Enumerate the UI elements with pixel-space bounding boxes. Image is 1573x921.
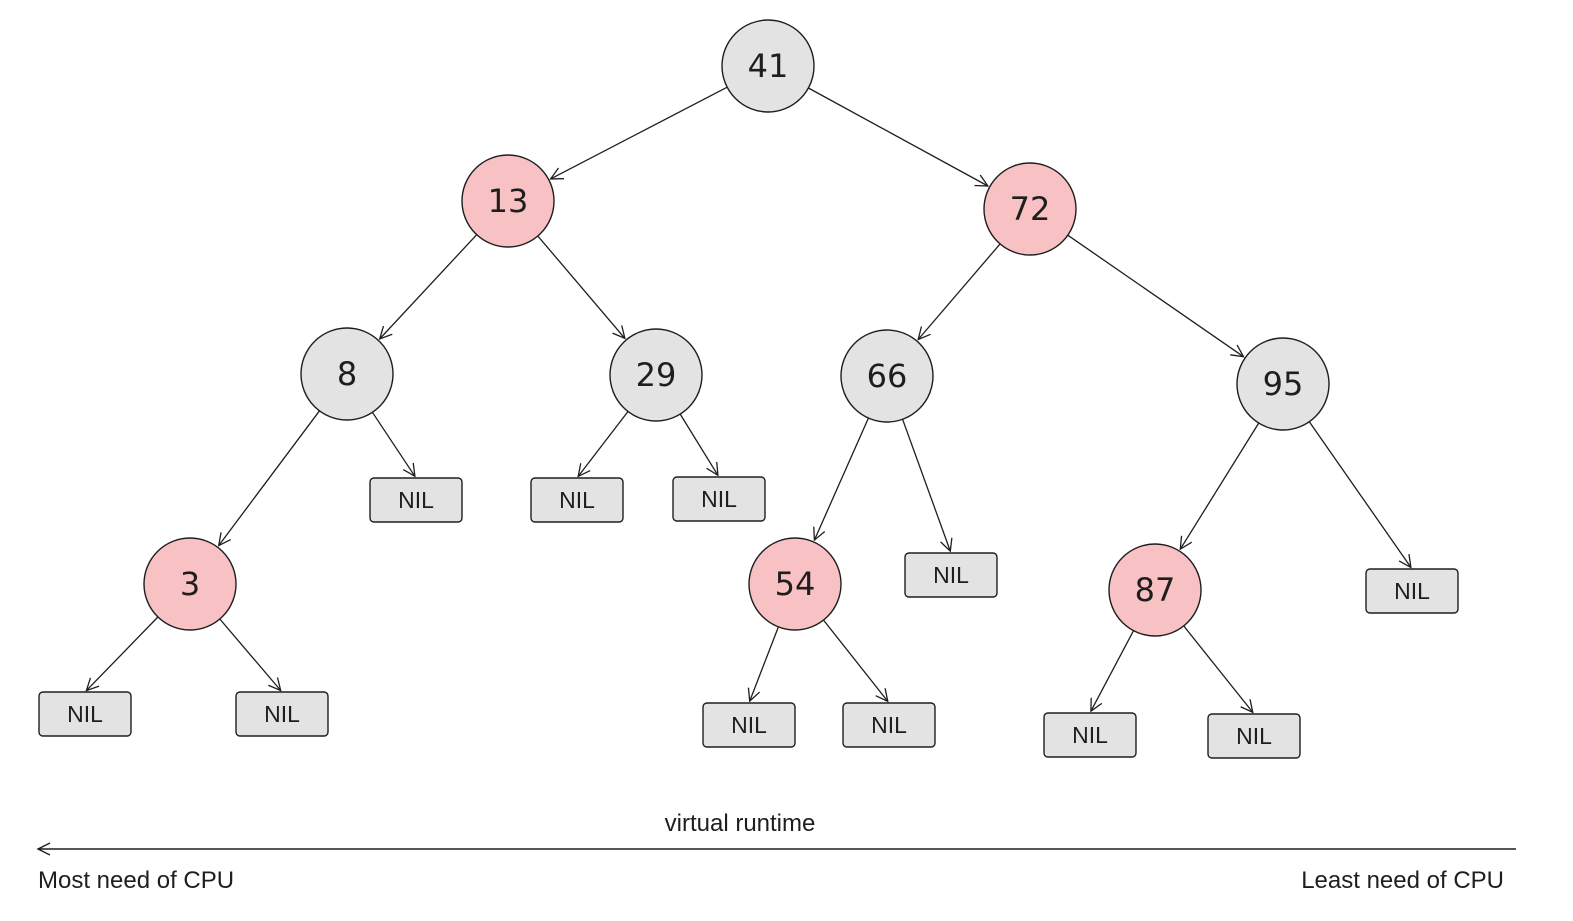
tree-node-29: 29 [609, 328, 703, 422]
node-label: 72 [1010, 190, 1051, 228]
nil-box [702, 702, 796, 748]
tree-node-87: 87 [1108, 543, 1202, 637]
tree-edges [86, 86, 1411, 713]
edge-n87-nil_87l [1091, 630, 1135, 712]
black-node-circle [721, 19, 815, 113]
edge-n13-n29 [537, 235, 625, 338]
red-node-circle [461, 154, 555, 248]
edge-n54-nil_54r [822, 619, 888, 701]
node-label: 3 [180, 565, 200, 603]
axis-left-text: Most need of CPU [38, 867, 234, 894]
edge-n13-n8 [380, 234, 478, 339]
tree-node-8: 8 [300, 327, 394, 421]
nil-leaf: NIL [702, 702, 796, 748]
nil-leaf: NIL [38, 691, 132, 737]
node-label: 8 [337, 355, 357, 393]
nil-box [369, 477, 463, 523]
nil-box [672, 476, 766, 522]
edge-n72-n66 [918, 243, 1001, 340]
axis-arrowhead-left [36, 842, 51, 856]
nil-leaves: NIL NIL NIL NIL NIL NIL NIL NIL NIL NIL NIL [38, 476, 1459, 759]
black-node-circle [1236, 337, 1330, 431]
nil-leaf: NIL [842, 702, 936, 748]
nil-box [1365, 568, 1459, 614]
edge-n41-n72 [808, 87, 988, 186]
nil-leaf: NIL [1043, 712, 1137, 758]
edge-n3-nil_3r [219, 618, 281, 691]
node-label: 41 [748, 47, 789, 85]
nil-label: NIL [1394, 578, 1430, 604]
edge-n3-nil_3l [86, 616, 159, 691]
edge-n95-n87 [1180, 422, 1260, 549]
red-node-circle [1108, 543, 1202, 637]
black-node-circle [840, 329, 934, 423]
red-node-circle [748, 537, 842, 631]
nil-box [235, 691, 329, 737]
edge-n66-n54 [814, 417, 869, 540]
nil-box [904, 552, 998, 598]
nil-leaf: NIL [530, 477, 624, 523]
edge-n8-n3 [219, 410, 321, 546]
node-label: 87 [1135, 571, 1176, 609]
edge-n29-nil_29l [578, 411, 629, 477]
tree-node-95: 95 [1236, 337, 1330, 431]
nil-label: NIL [398, 487, 434, 513]
nil-leaf: NIL [1365, 568, 1459, 614]
edge-n87-nil_87r [1183, 625, 1253, 713]
nil-label: NIL [871, 712, 907, 738]
tree-nodes: 41 13 72 8 29 66 95 3 54 87 [143, 19, 1330, 637]
edge-n41-n13 [551, 86, 728, 179]
nil-leaf: NIL [904, 552, 998, 598]
nil-label: NIL [264, 701, 300, 727]
tree-node-66: 66 [840, 329, 934, 423]
red-node-circle [983, 162, 1077, 256]
nil-label: NIL [701, 486, 737, 512]
tree-node-41: 41 [721, 19, 815, 113]
nil-box [842, 702, 936, 748]
edge-n66-nil_66r [901, 419, 951, 551]
axis-right-text: Least need of CPU [1301, 867, 1504, 894]
nil-box [1043, 712, 1137, 758]
node-label: 95 [1263, 365, 1304, 403]
nil-label: NIL [67, 701, 103, 727]
axis-label: virtual runtime [665, 810, 816, 837]
nil-label: NIL [933, 562, 969, 588]
tree-node-13: 13 [461, 154, 555, 248]
edge-n95-nil_95r [1308, 421, 1411, 568]
black-node-circle [300, 327, 394, 421]
node-label: 29 [636, 356, 677, 394]
black-node-circle [609, 328, 703, 422]
nil-box [1207, 713, 1301, 759]
nil-box [530, 477, 624, 523]
tree-node-3: 3 [143, 537, 237, 631]
nil-leaf: NIL [672, 476, 766, 522]
tree-node-54: 54 [748, 537, 842, 631]
edge-n72-n95 [1067, 234, 1244, 357]
edge-n8-nil_8r [371, 411, 415, 476]
nil-leaf: NIL [369, 477, 463, 523]
nil-label: NIL [731, 712, 767, 738]
nil-leaf: NIL [1207, 713, 1301, 759]
node-label: 13 [488, 182, 529, 220]
nil-box [38, 691, 132, 737]
nil-leaf: NIL [235, 691, 329, 737]
virtual-runtime-axis: virtual runtime Most need of CPU Least n… [36, 810, 1516, 894]
edge-n54-nil_54l [750, 626, 780, 701]
nil-label: NIL [1236, 723, 1272, 749]
nil-label: NIL [1072, 722, 1108, 748]
tree-node-72: 72 [983, 162, 1077, 256]
red-node-circle [143, 537, 237, 631]
node-label: 54 [775, 565, 816, 603]
node-label: 66 [867, 357, 908, 395]
edge-n29-nil_29r [679, 413, 718, 475]
nil-label: NIL [559, 487, 595, 513]
